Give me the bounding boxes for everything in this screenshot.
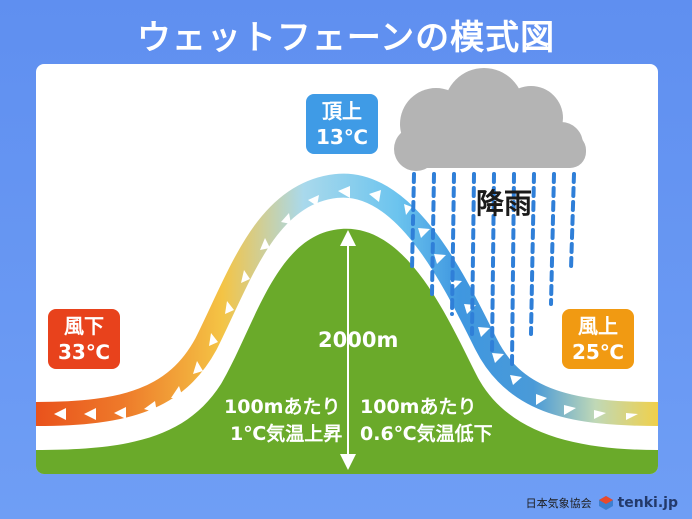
leeward-temperature: 25℃	[571, 340, 625, 364]
footer-credit: 日本気象協会 tenki.jp	[526, 495, 678, 511]
rain-label: 降雨	[476, 187, 533, 220]
leeward-temperature-badge: 風上 25℃	[562, 309, 634, 369]
rain-drops	[410, 172, 576, 366]
windward-label: 風下	[64, 314, 104, 338]
rain-cloud	[394, 68, 586, 171]
page-title: ウェットフェーンの模式図	[136, 18, 556, 58]
ascent-rate-line2: 1℃気温上昇	[230, 423, 343, 445]
summit-temperature: 13℃	[315, 125, 369, 149]
windward-temperature: 33℃	[57, 340, 111, 364]
footer-brand: tenki.jp	[598, 495, 678, 511]
height-label: 2000m	[318, 328, 399, 352]
summit-label: 頂上	[322, 99, 362, 123]
footer-org: 日本気象協会	[525, 497, 592, 510]
descent-rate-line2: 0.6℃気温低下	[360, 423, 493, 445]
footer-brand-text: tenki.jp	[617, 495, 678, 511]
windward-temperature-badge: 風下 33℃	[48, 309, 120, 369]
leeward-label: 風上	[578, 314, 618, 338]
air-flow-band	[36, 173, 658, 426]
descent-rate-line1: 100mあたり	[360, 396, 477, 418]
summit-temperature-badge: 頂上 13℃	[306, 94, 378, 154]
diagram-canvas	[36, 68, 658, 474]
ascent-rate-text: 100mあたり 1℃気温上昇	[224, 394, 342, 448]
descent-rate-text: 100mあたり 0.6℃気温低下	[360, 394, 493, 448]
diagram-panel: 頂上 13℃ 風下 33℃ 風上 25℃ 降雨 2000m 100mあたり 1℃…	[36, 64, 658, 474]
tenki-logo-icon	[598, 496, 613, 510]
wind-direction-arrows	[54, 186, 638, 420]
ascent-rate-line1: 100mあたり	[224, 396, 341, 418]
